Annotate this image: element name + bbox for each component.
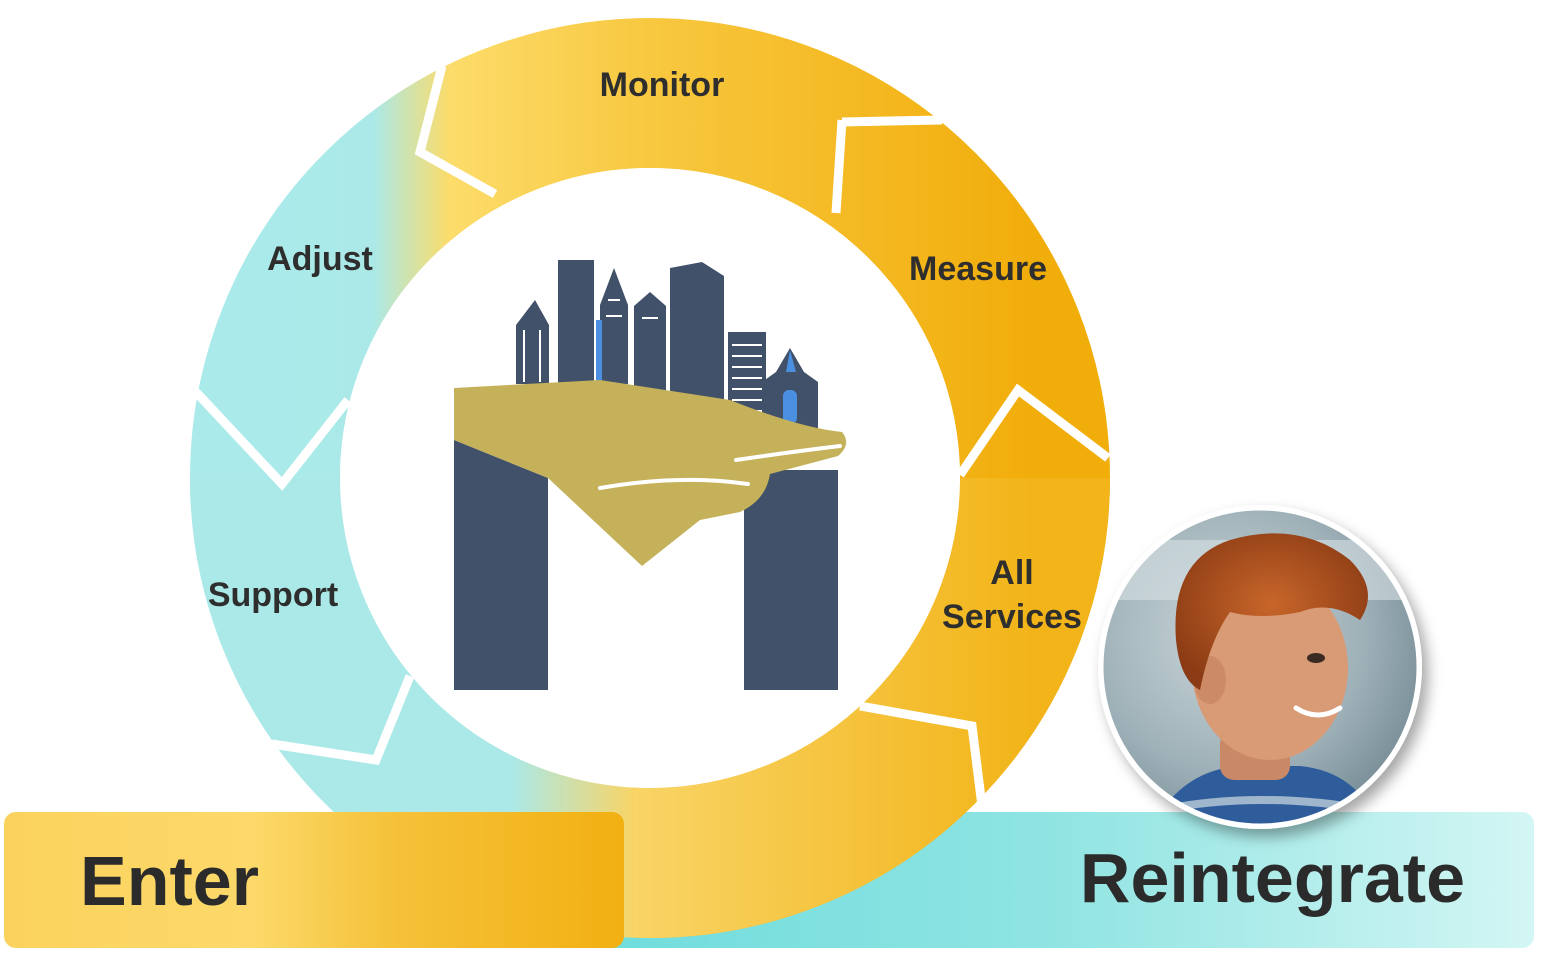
- chevron-separators: [192, 64, 1111, 807]
- enter-label: Enter: [80, 842, 259, 920]
- stage-all-services-label-line2: Services: [942, 598, 1082, 636]
- m-right-leg: [744, 470, 838, 690]
- cycle-ring-bottom: [190, 477, 1110, 938]
- stage-measure-label: Measure: [909, 250, 1047, 288]
- skyline-buildings: [516, 260, 818, 438]
- city-in-hand-m-logo-icon: [454, 260, 847, 690]
- hand-shape: [454, 380, 847, 566]
- photo-content: [1102, 509, 1418, 825]
- stage-adjust-label: Adjust: [267, 240, 373, 278]
- skyline-highlights: [596, 320, 797, 424]
- photo-border: [1100, 507, 1420, 827]
- enter-bar: [4, 812, 624, 948]
- stage-monitor-label: Monitor: [600, 66, 725, 104]
- stage-all-services-label-line1: All: [990, 554, 1033, 592]
- hand-finger-lines: [598, 444, 842, 490]
- m-left-leg: [454, 440, 548, 690]
- reintegrate-label: Reintegrate: [1080, 839, 1465, 917]
- stage-support-label: Support: [208, 576, 338, 614]
